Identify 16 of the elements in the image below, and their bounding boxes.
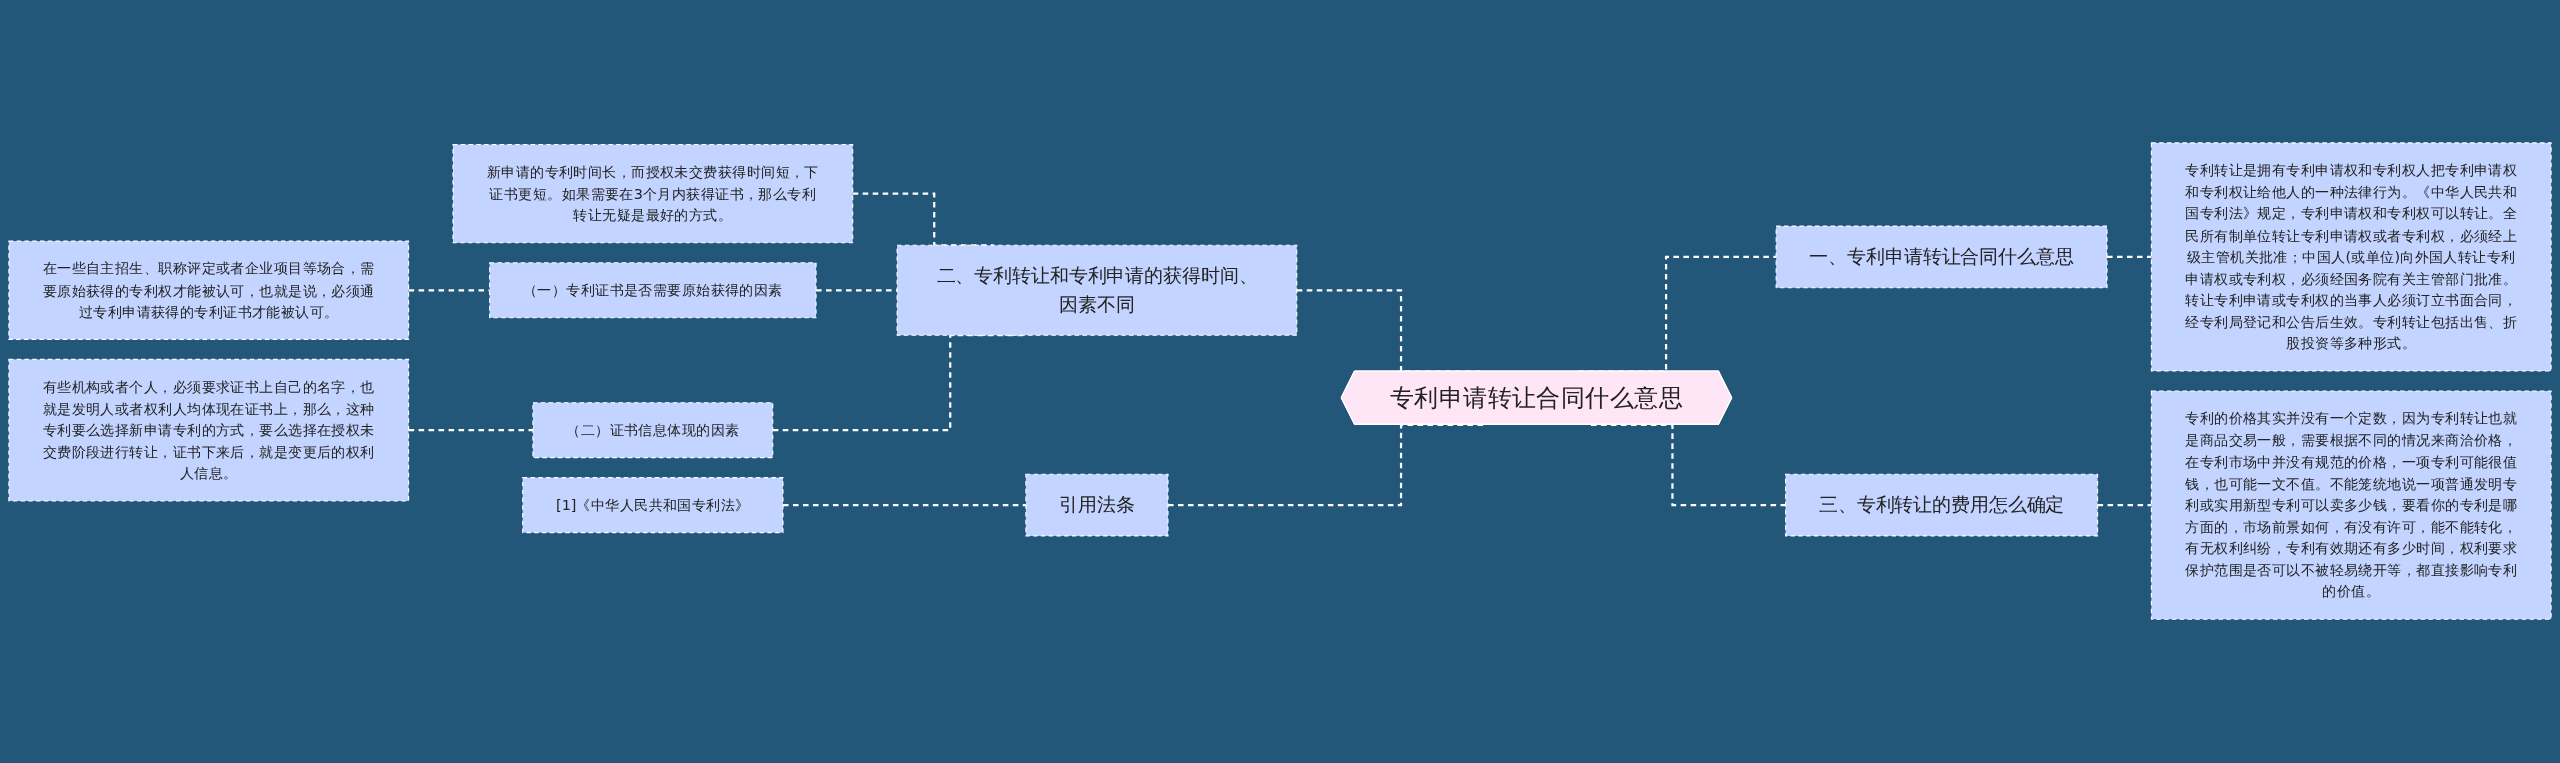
node-box: 新申请的专利时间长，而授权未交费获得时间短，下证书更短。如果需要在3个月内获得证书，那么专利转让无疑是最好的方式。 [452, 144, 854, 244]
connector [2097, 504, 2152, 507]
node-box: （一）专利证书是否需要原始获得的因素 [489, 262, 817, 319]
node-box: 一、专利申请转让合同什么意思 [1775, 226, 2108, 289]
node-box: 在一些自主招生、职称评定或者企业项目等场合，需要原始获得的专利权才能被认可，也就是说，必须通过专利申请获得的专利证书才能被认可。 [8, 241, 410, 341]
node-box: （二）证书信息体现的因素 [532, 402, 774, 459]
connector [783, 504, 1026, 507]
node-box: 三、专利转让的费用怎么确定 [1785, 474, 2099, 537]
node-box: 有些机构或者个人，必须要求证书上自己的名字，也就是发明人或者权利人均体现在证书上，那么，这种专利要么选择新申请专利的方式，要么选择在授权未交费阶段进行转让，证书下来后，就是变更后的权利人信息。 [8, 359, 410, 502]
connector [408, 429, 533, 432]
connector [2107, 256, 2152, 259]
node-box: 专利转让是拥有专利申请权和专利权人把专利申请权和专利权让给他人的一种法律行为。《中华人民共和国专利法》规定，专利申请权和专利权可以转让。全民所有制单位转让专利申请权或者专利权，必须经上级主管机关批准；中国人(或单位)向外国人转让专利申请权或专利权，必须经国务院有关主管部门批准。转让专利申请或专利权的当事人必须订立书面合同，经专利局登记和公告后生效。专利转让包括出售、折股投资等多种形式。 [2150, 142, 2552, 373]
node-box: 专利的价格其实并没有一个定数，因为专利转让也就是商品交易一般，需要根据不同的情况来商洽价格，在专利市场中并没有规范的价格，一项专利可能很值钱，也可能一文不值。不能笼统地说一项普通发明专利或实用新型专利可以卖多少钱，要看你的专利是哪方面的，市场前景如何，有没有许可，能不能转化，有无权利纠纷，专利有效期还有多少时间，权利要求保护范围是否可以不被轻易绕开等，都直接影响专利的价值。 [2150, 390, 2552, 621]
node-box: 引用法条 [1025, 474, 1169, 537]
node-box: [1]《中华人民共和国专利法》 [522, 477, 784, 534]
node-box: 二、专利转让和专利申请的获得时间、因素不同 [896, 245, 1298, 337]
